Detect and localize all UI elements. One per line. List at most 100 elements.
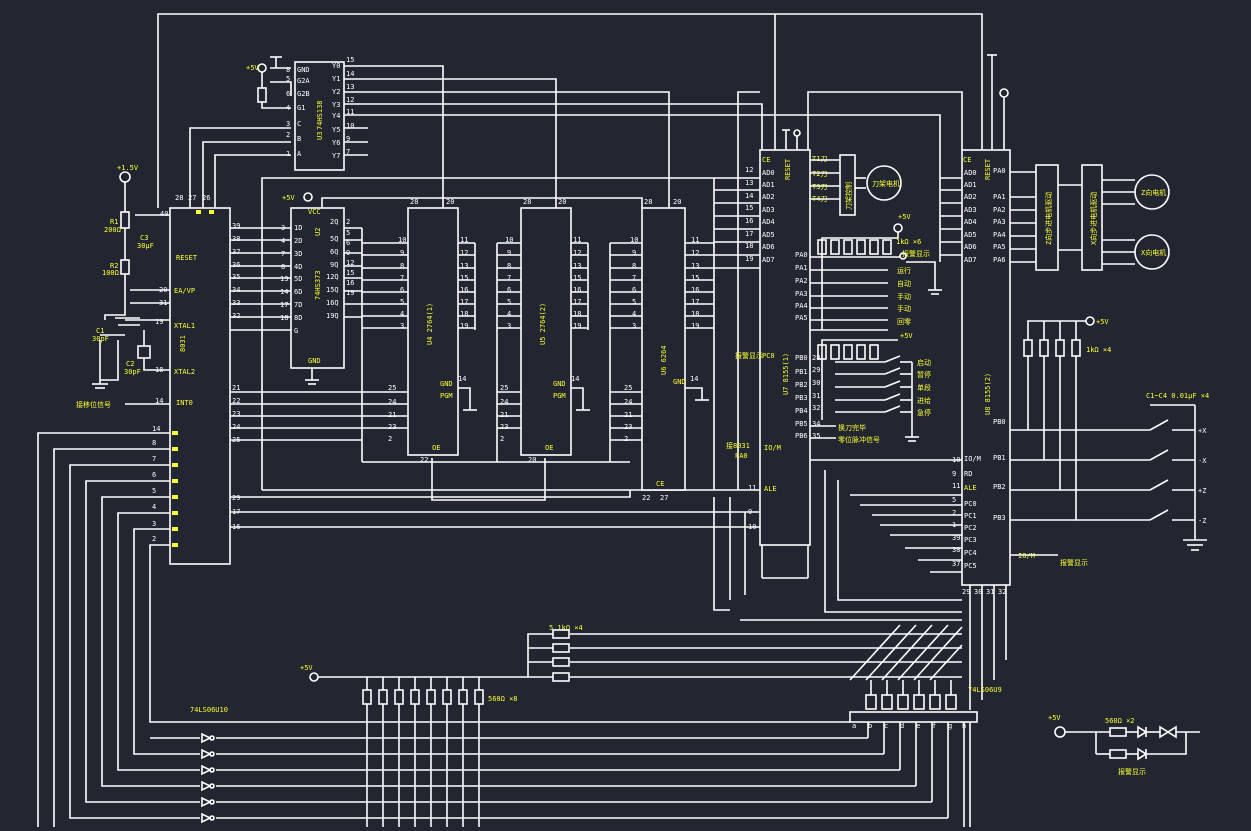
u7-to8031: 接8031 bbox=[726, 441, 750, 450]
svg-text:19: 19 bbox=[346, 289, 354, 297]
svg-text:20: 20 bbox=[446, 198, 454, 206]
svg-text:11: 11 bbox=[952, 482, 960, 490]
svg-text:4: 4 bbox=[400, 310, 404, 318]
svg-text:Y3: Y3 bbox=[332, 101, 340, 109]
alarm-led-circuit: +5V 560Ω ×2 报警显示 bbox=[1048, 714, 1200, 776]
svg-text:14: 14 bbox=[458, 375, 466, 383]
axis-z-plus: +Z bbox=[1198, 487, 1206, 495]
svg-text:A: A bbox=[297, 150, 302, 158]
svg-text:21: 21 bbox=[232, 384, 240, 392]
tool-motor-label: 刀架电机 bbox=[872, 179, 900, 188]
svg-text:9: 9 bbox=[507, 249, 511, 257]
u6-ce: CE bbox=[656, 480, 664, 488]
r1-label: R1 bbox=[110, 218, 118, 226]
svg-text:2: 2 bbox=[152, 535, 156, 543]
svg-text:16: 16 bbox=[745, 217, 753, 225]
io-8155-2: U8 8155(2) CE RESET ALE IO/M AD0AD1AD2AD… bbox=[952, 54, 1035, 710]
svg-text:25: 25 bbox=[624, 384, 632, 392]
svg-text:14: 14 bbox=[155, 397, 163, 405]
svg-text:22: 22 bbox=[420, 456, 428, 464]
svg-text:12Q: 12Q bbox=[326, 273, 339, 281]
tool-ctrl-label: 刀架控制 bbox=[844, 182, 853, 210]
svg-text:3: 3 bbox=[152, 520, 156, 528]
u8-reset: RESET bbox=[984, 158, 992, 180]
svg-text:1: 1 bbox=[286, 150, 290, 158]
u4-name: U4 2764(1) bbox=[426, 303, 434, 345]
axis-z-minus: -Z bbox=[1198, 517, 1206, 525]
svg-text:AD3: AD3 bbox=[964, 206, 977, 214]
svg-text:6: 6 bbox=[346, 239, 350, 247]
c1-value: 30pF bbox=[92, 335, 109, 343]
sw-feed-label: 进给 bbox=[917, 396, 931, 405]
svg-text:11: 11 bbox=[460, 236, 468, 244]
r-1k-6-label: 1kΩ ×6 bbox=[896, 238, 921, 246]
svg-text:PB0: PB0 bbox=[795, 354, 808, 362]
svg-text:a: a bbox=[852, 722, 856, 730]
svg-text:PA4: PA4 bbox=[993, 231, 1006, 239]
resistor-bank-5k1: 5.1kΩ ×4 bbox=[527, 624, 583, 682]
svg-text:34: 34 bbox=[232, 286, 240, 294]
svg-text:G1: G1 bbox=[297, 104, 305, 112]
u6-name: U6 6264 bbox=[660, 345, 668, 375]
svg-text:7: 7 bbox=[507, 274, 511, 282]
svg-text:PA3: PA3 bbox=[795, 290, 808, 298]
svg-text:31: 31 bbox=[812, 392, 820, 400]
x-drive-label: X向步进电机驱动 bbox=[1089, 192, 1098, 245]
svg-text:38: 38 bbox=[952, 546, 960, 554]
svg-text:16: 16 bbox=[691, 286, 699, 294]
u5-pgm: PGM bbox=[553, 392, 566, 400]
svg-text:AD3: AD3 bbox=[762, 206, 775, 214]
bus-wires bbox=[157, 13, 983, 613]
sw-zero-label: 回零 bbox=[897, 318, 911, 326]
svg-text:AD6: AD6 bbox=[762, 243, 775, 251]
svg-text:G2B: G2B bbox=[297, 90, 310, 98]
alarm-switch-label: 报警显示 bbox=[902, 249, 930, 258]
svg-text:3D: 3D bbox=[294, 250, 302, 258]
svg-text:f: f bbox=[932, 722, 936, 730]
u8-name: U8 8155(2) bbox=[984, 373, 992, 415]
svg-text:16: 16 bbox=[460, 286, 468, 294]
svg-text:AD6: AD6 bbox=[964, 243, 977, 251]
svg-text:17: 17 bbox=[460, 298, 468, 306]
svg-text:17: 17 bbox=[573, 298, 581, 306]
svg-text:17: 17 bbox=[691, 298, 699, 306]
svg-text:AD4: AD4 bbox=[762, 218, 775, 226]
svg-text:7: 7 bbox=[152, 455, 156, 463]
svg-text:6: 6 bbox=[632, 286, 636, 294]
svg-text:32: 32 bbox=[998, 588, 1006, 596]
u10-label: 74LS06U10 bbox=[190, 706, 228, 714]
svg-text:23: 23 bbox=[388, 423, 396, 431]
svg-text:c: c bbox=[884, 722, 888, 730]
svg-text:21: 21 bbox=[388, 411, 396, 419]
sw-start-label: 启动 bbox=[917, 358, 931, 367]
sw-manual2-label: 手动 bbox=[897, 304, 911, 313]
resistor-bank-560: +5V 560Ω ×8 bbox=[300, 664, 528, 827]
svg-text:8: 8 bbox=[400, 262, 404, 270]
svg-text:PA2: PA2 bbox=[795, 277, 808, 285]
svg-text:8D: 8D bbox=[294, 314, 302, 322]
x-motor-icon bbox=[1134, 234, 1170, 270]
svg-text:13: 13 bbox=[573, 262, 581, 270]
buffer-74ls06-u10: 74LS06U10 bbox=[37, 432, 971, 827]
control-panel-switches: +5V 1kΩ ×6 报警显示 运行 自动 手动 手动 回零 +5V bbox=[810, 213, 942, 442]
svg-text:PA5: PA5 bbox=[993, 243, 1006, 251]
svg-text:AD4: AD4 bbox=[964, 218, 977, 226]
u5-name: U5 2764(2) bbox=[539, 303, 547, 345]
svg-text:39: 39 bbox=[952, 534, 960, 542]
svg-text:5: 5 bbox=[507, 298, 511, 306]
z-motor-icon bbox=[1134, 174, 1170, 210]
svg-text:d: d bbox=[900, 722, 904, 730]
plus-1-5v-label: +1.5V bbox=[117, 164, 139, 172]
svg-text:23: 23 bbox=[232, 410, 240, 418]
svg-text:7: 7 bbox=[632, 274, 636, 282]
svg-text:28: 28 bbox=[175, 194, 183, 202]
r560x2-label: 560Ω ×2 bbox=[1105, 717, 1135, 725]
svg-text:PC3: PC3 bbox=[964, 536, 977, 544]
svg-text:11: 11 bbox=[573, 236, 581, 244]
cpu-int0-label: INT0 bbox=[176, 399, 193, 407]
svg-text:5D: 5D bbox=[294, 275, 302, 283]
svg-text:10: 10 bbox=[346, 122, 354, 130]
svg-text:1D: 1D bbox=[294, 224, 302, 232]
svg-text:14: 14 bbox=[745, 192, 753, 200]
